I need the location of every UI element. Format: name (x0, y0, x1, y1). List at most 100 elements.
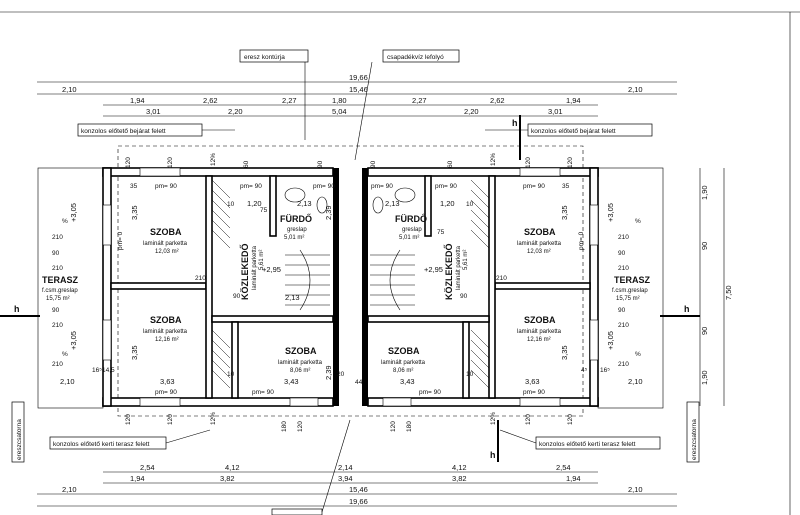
svg-text:laminált parketta: laminált parketta (381, 360, 426, 366)
svg-text:+3,05: +3,05 (69, 331, 78, 350)
svg-text:2,13: 2,13 (285, 293, 300, 302)
svg-text:pm= 90: pm= 90 (155, 389, 177, 396)
svg-text:laminált parketta: laminált parketta (517, 329, 562, 335)
callout-canopy-garden-left: konzolos előtető kerti terasz felett (49, 429, 211, 450)
svg-text:1,94: 1,94 (566, 474, 581, 483)
svg-text:1,20: 1,20 (440, 199, 455, 208)
svg-text:4,12: 4,12 (225, 463, 240, 472)
svg-text:laminált parketta: laminált parketta (278, 360, 323, 366)
svg-text:2,14: 2,14 (338, 463, 353, 472)
svg-text:12%: 12% (490, 153, 497, 166)
bottom-callout-partial (271, 419, 351, 515)
inner-dimensions: 1,20 1,20 2,13 2,13 2,13 2,39 2,39 +2,95… (60, 183, 643, 386)
room-kozlekedo-right: KÖZLEKEDŐ laminált parketta 5,61 m² (443, 243, 469, 300)
callout-canopy-entrance-left: konzolos előtető bejárat felett (77, 123, 235, 137)
svg-text:35: 35 (562, 183, 570, 190)
svg-text:14,5: 14,5 (102, 367, 115, 374)
svg-text:19,66: 19,66 (349, 497, 368, 506)
svg-text:210: 210 (195, 275, 206, 282)
room-furdo-left: FÜRDŐ greslap 5,01 m² (280, 213, 312, 241)
svg-text:10: 10 (227, 201, 235, 208)
room-szoba-center-right: SZOBA laminált parketta 8,06 m² (381, 346, 426, 374)
svg-text:konzolos előtető kerti terasz: konzolos előtető kerti terasz felett (539, 441, 636, 448)
bath-fixtures (284, 187, 416, 214)
svg-text:2,39: 2,39 (324, 205, 333, 220)
svg-text:12,03 m²: 12,03 m² (155, 249, 179, 255)
svg-text:2,13: 2,13 (297, 199, 312, 208)
svg-text:2,10: 2,10 (62, 85, 77, 94)
svg-text:210: 210 (618, 361, 629, 368)
svg-text:laminált parketta: laminált parketta (143, 241, 188, 247)
section-marker-right: h (660, 304, 700, 317)
terrace-left: TERASZ f.csm.greslap 15,75 m² (42, 275, 79, 302)
svg-text:pm= 0: pm= 0 (578, 231, 585, 250)
bottom-dimension-lines: 2,54 4,12 2,14 4,12 2,54 1,94 3,82 3,94 … (37, 463, 677, 507)
svg-text:pm= 90: pm= 90 (419, 389, 441, 396)
svg-text:90: 90 (700, 242, 709, 250)
svg-text:90: 90 (233, 293, 241, 300)
svg-text:KÖZLEKEDŐ: KÖZLEKEDŐ (239, 243, 250, 300)
svg-text:3,82: 3,82 (452, 474, 467, 483)
svg-text:5,04: 5,04 (332, 107, 347, 116)
svg-text:4⁵: 4⁵ (581, 367, 588, 374)
svg-text:120: 120 (125, 157, 132, 168)
svg-text:90: 90 (460, 293, 468, 300)
room-szoba-bottom-left: SZOBA laminált parketta 12,16 m² (143, 315, 188, 343)
callout-canopy-garden-right: konzolos előtető kerti terasz felett (499, 429, 661, 450)
svg-text:180: 180 (406, 421, 413, 432)
svg-text:f.csm.greslap: f.csm.greslap (42, 288, 78, 294)
svg-text:2,62: 2,62 (203, 96, 218, 105)
svg-text:2,39: 2,39 (324, 365, 333, 380)
svg-text:TERASZ: TERASZ (614, 275, 651, 285)
svg-text:1,94: 1,94 (566, 96, 581, 105)
svg-text:laminált parketta: laminált parketta (517, 241, 562, 247)
room-szoba-top-left: SZOBA laminált parketta 12,03 m² (143, 227, 188, 255)
room-szoba-center-left: SZOBA laminált parketta 8,06 m² (278, 346, 323, 374)
svg-text:180: 180 (281, 421, 288, 432)
svg-text:12,16 m²: 12,16 m² (527, 337, 551, 343)
svg-text:1,94: 1,94 (130, 96, 145, 105)
svg-text:ereszcsatorna: ereszcsatorna (16, 419, 23, 460)
right-dimension-lines: 1,90 90 7,50 90 1,90 (699, 168, 733, 406)
svg-text:210: 210 (618, 322, 629, 329)
callout-eave-soffit-left: ereszcsatorna (11, 401, 25, 463)
svg-text:210: 210 (52, 322, 63, 329)
svg-text:5,01 m²: 5,01 m² (399, 235, 419, 241)
svg-text:75: 75 (437, 229, 445, 236)
svg-text:60: 60 (447, 160, 454, 168)
room-kozlekedo-left: KÖZLEKEDŐ laminált parketta 5,61 m² (239, 243, 265, 300)
callout-gutter-downpipe: csapadékvíz lefolyó (354, 49, 460, 161)
svg-text:20: 20 (337, 371, 345, 378)
svg-text:pm= 90: pm= 90 (523, 183, 545, 190)
svg-text:pm= 90: pm= 90 (435, 183, 457, 190)
svg-text:16⁵: 16⁵ (92, 367, 102, 374)
svg-text:3,43: 3,43 (400, 377, 415, 386)
svg-text:120: 120 (297, 421, 304, 432)
svg-text:FÜRDŐ: FÜRDŐ (280, 213, 312, 224)
svg-text:120: 120 (525, 157, 532, 168)
svg-text:12%: 12% (210, 412, 217, 425)
svg-text:19,66: 19,66 (349, 73, 368, 82)
svg-text:15,46: 15,46 (349, 485, 368, 494)
svg-text:pm= 90: pm= 90 (371, 183, 393, 190)
svg-text:2,10: 2,10 (62, 485, 77, 494)
svg-text:2,10: 2,10 (628, 85, 643, 94)
callout-canopy-entrance-right: konzolos előtető bejárat felett (485, 123, 653, 137)
svg-text:75: 75 (260, 207, 268, 214)
svg-text:3,94: 3,94 (338, 474, 353, 483)
top-dimension-lines: 19,66 15,46 2,10 2,10 1,94 2,62 2,27 1,8… (37, 73, 677, 117)
svg-text:+3,05: +3,05 (606, 203, 615, 222)
svg-text:90: 90 (317, 160, 324, 168)
svg-text:2,20: 2,20 (464, 107, 479, 116)
svg-text:laminált parketta: laminált parketta (252, 245, 258, 290)
svg-text:2,10: 2,10 (628, 377, 643, 386)
svg-text:3,82: 3,82 (220, 474, 235, 483)
svg-text:2,10: 2,10 (60, 377, 75, 386)
svg-text:120: 120 (125, 414, 132, 425)
callout-eave-contour: eresz kontúrja (239, 49, 309, 140)
svg-text:4,12: 4,12 (452, 463, 467, 472)
svg-text:5,01 m²: 5,01 m² (284, 235, 304, 241)
svg-text:1,90: 1,90 (700, 370, 709, 385)
svg-text:210: 210 (52, 265, 63, 272)
svg-text:15,75 m²: 15,75 m² (616, 296, 640, 302)
